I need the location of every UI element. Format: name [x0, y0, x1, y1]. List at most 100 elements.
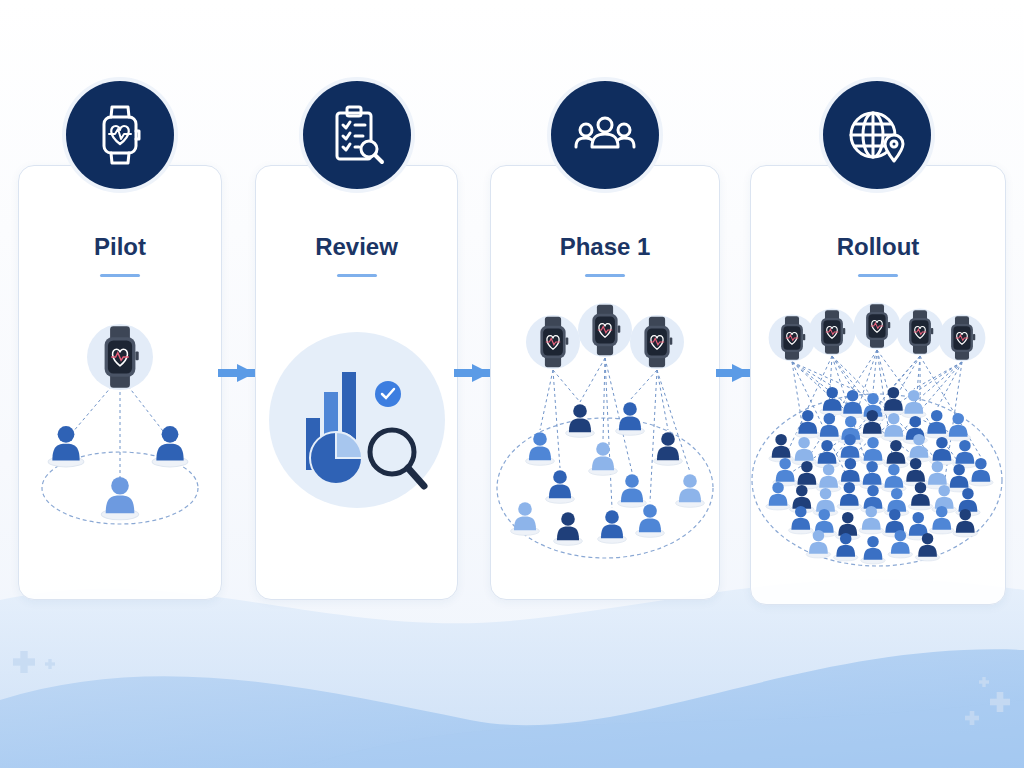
user-figure — [859, 506, 883, 534]
leader-line — [850, 362, 962, 457]
smartwatch — [87, 324, 153, 390]
smartwatch — [809, 309, 856, 356]
user-figure — [903, 416, 927, 444]
user-figure — [860, 410, 884, 438]
user-figure — [883, 509, 907, 537]
stage-icon — [547, 77, 663, 193]
user-figure — [903, 458, 927, 486]
background-wave — [300, 700, 1024, 768]
user-figure — [654, 432, 683, 465]
leader-line — [120, 386, 121, 490]
leader-line — [540, 370, 553, 430]
bar — [324, 392, 338, 470]
smartwatch — [578, 303, 632, 357]
user-figure — [861, 485, 885, 513]
illustration-layer — [42, 77, 1002, 566]
user-figure — [925, 461, 949, 489]
group-ring — [752, 394, 1002, 566]
flow-arrow — [716, 369, 750, 377]
user-figure — [636, 504, 665, 537]
user-figure — [48, 426, 84, 467]
user-figure — [839, 416, 863, 444]
stage-icon — [299, 77, 415, 193]
rollout-illustration — [752, 303, 1002, 566]
user-figure — [618, 474, 647, 507]
user-figure — [915, 533, 939, 561]
leader-line — [827, 356, 832, 439]
user-figure — [930, 437, 954, 465]
user-figure — [953, 440, 977, 468]
leader-line — [603, 358, 605, 440]
group-ring — [42, 452, 198, 524]
leader-line — [829, 356, 920, 463]
user-figure — [836, 512, 860, 540]
user-figure — [792, 437, 816, 465]
leader-line — [832, 356, 873, 484]
leader-line — [920, 356, 981, 457]
leader-line — [832, 356, 872, 409]
stage-title: Pilot — [19, 232, 221, 262]
leader-line — [920, 356, 921, 481]
stage-title: Rollout — [751, 232, 1005, 262]
user-figure — [882, 464, 906, 492]
leader-line — [944, 362, 962, 484]
smartwatch — [630, 315, 684, 369]
user-figure — [929, 506, 953, 534]
user-figure — [676, 474, 705, 507]
user-figure — [812, 509, 836, 537]
process-card: Phase 1 — [490, 165, 720, 600]
leader-line — [128, 386, 170, 440]
title-underline — [585, 274, 625, 277]
check-badge — [375, 381, 401, 407]
decor-cross — [990, 692, 1010, 712]
user-figure — [906, 512, 930, 540]
smartwatch — [769, 315, 816, 362]
user-figure — [884, 440, 908, 468]
leader-line — [832, 356, 853, 389]
magnifier — [370, 430, 414, 474]
user-figure — [598, 510, 627, 543]
user-figure — [526, 432, 555, 465]
user-figure — [946, 413, 970, 441]
leader-line — [873, 356, 920, 436]
leader-line — [792, 362, 804, 436]
smartwatch — [854, 303, 901, 350]
review-illustration — [269, 332, 445, 508]
leader-line — [915, 356, 920, 415]
pilot-illustration — [42, 324, 198, 524]
leader-line — [893, 356, 920, 386]
leader-line — [553, 370, 580, 402]
leader-line — [580, 358, 605, 402]
leader-line — [785, 356, 832, 457]
bar — [306, 418, 320, 470]
leader-line — [877, 350, 894, 412]
stage-title: Review — [256, 232, 457, 262]
leader-line — [650, 370, 657, 502]
check-mark — [382, 389, 394, 398]
stage-icon — [819, 77, 935, 193]
flow-arrow — [218, 369, 255, 377]
user-figure — [908, 482, 932, 510]
leader-line — [914, 362, 962, 389]
leader-line — [877, 350, 897, 487]
leader-line — [896, 362, 962, 439]
user-figure — [860, 461, 884, 489]
leader-line — [792, 362, 849, 481]
user-figure — [969, 458, 993, 486]
user-figure — [837, 482, 861, 510]
stage-title: Phase 1 — [491, 232, 719, 262]
process-card: Review — [255, 165, 458, 600]
smartwatch — [526, 315, 580, 369]
decor-cross — [13, 651, 35, 673]
leader-line — [657, 370, 690, 472]
leader-line — [873, 350, 877, 392]
title-underline — [337, 274, 377, 277]
magnifier-handle — [408, 468, 424, 486]
title-underline — [858, 274, 898, 277]
leader-line — [792, 362, 832, 386]
phase1-illustration — [497, 303, 713, 558]
connector-layer — [218, 373, 750, 374]
background-wave — [0, 579, 1024, 768]
